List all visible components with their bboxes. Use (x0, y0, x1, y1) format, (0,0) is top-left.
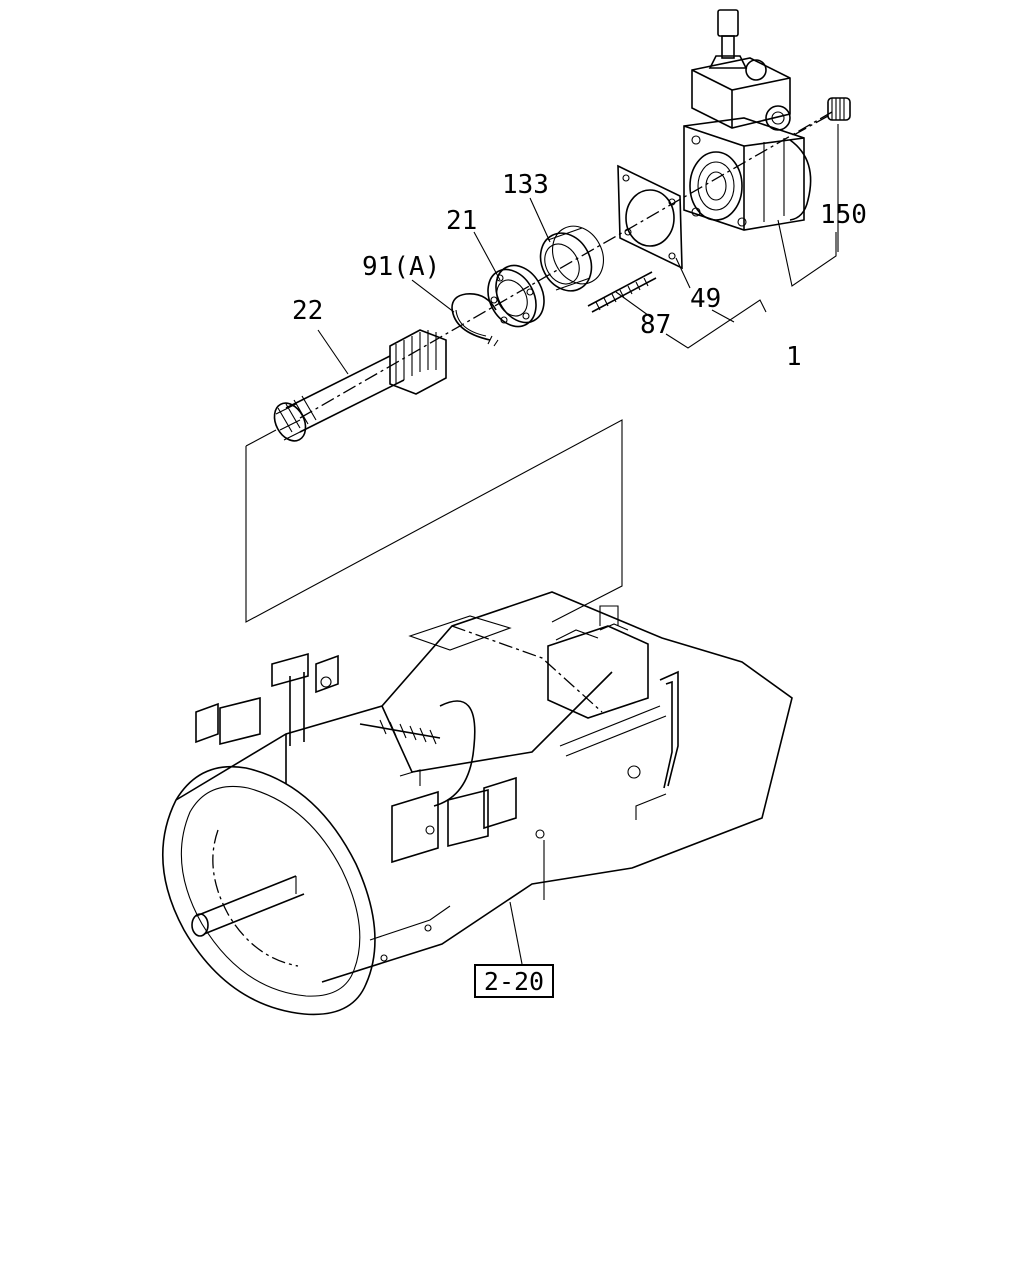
callout-150: 150 (820, 200, 867, 230)
housing-assembly (683, 9, 812, 231)
callout-91a: 91(A) (362, 252, 441, 282)
leader-22 (317, 329, 349, 375)
leader-49 (675, 257, 691, 289)
oil-seal-133 (539, 225, 604, 292)
leader-21 (473, 231, 501, 281)
transmission (162, 591, 793, 1016)
callout-87: 87 (640, 310, 672, 340)
callout-49: 49 (690, 284, 722, 314)
reference-link-2-20[interactable]: 2-20 (474, 964, 554, 998)
shaft-22 (273, 329, 447, 442)
callout-1: 1 (786, 342, 802, 372)
snap-ring-91a (451, 293, 499, 347)
leader-2-20 (509, 901, 523, 965)
callout-21: 21 (446, 206, 478, 236)
leader-150-1 (777, 219, 837, 287)
leader-133 (529, 197, 551, 243)
ball-bearing-21 (487, 264, 545, 328)
needle-bearing-150 (827, 97, 851, 121)
callout-22: 22 (292, 296, 324, 326)
leader-87-1 (665, 299, 767, 349)
callout-133: 133 (502, 170, 549, 200)
leader-91a (411, 279, 455, 313)
leader-87 (615, 291, 653, 319)
stud-bolt-87 (587, 271, 657, 313)
installation-frame (245, 419, 623, 623)
